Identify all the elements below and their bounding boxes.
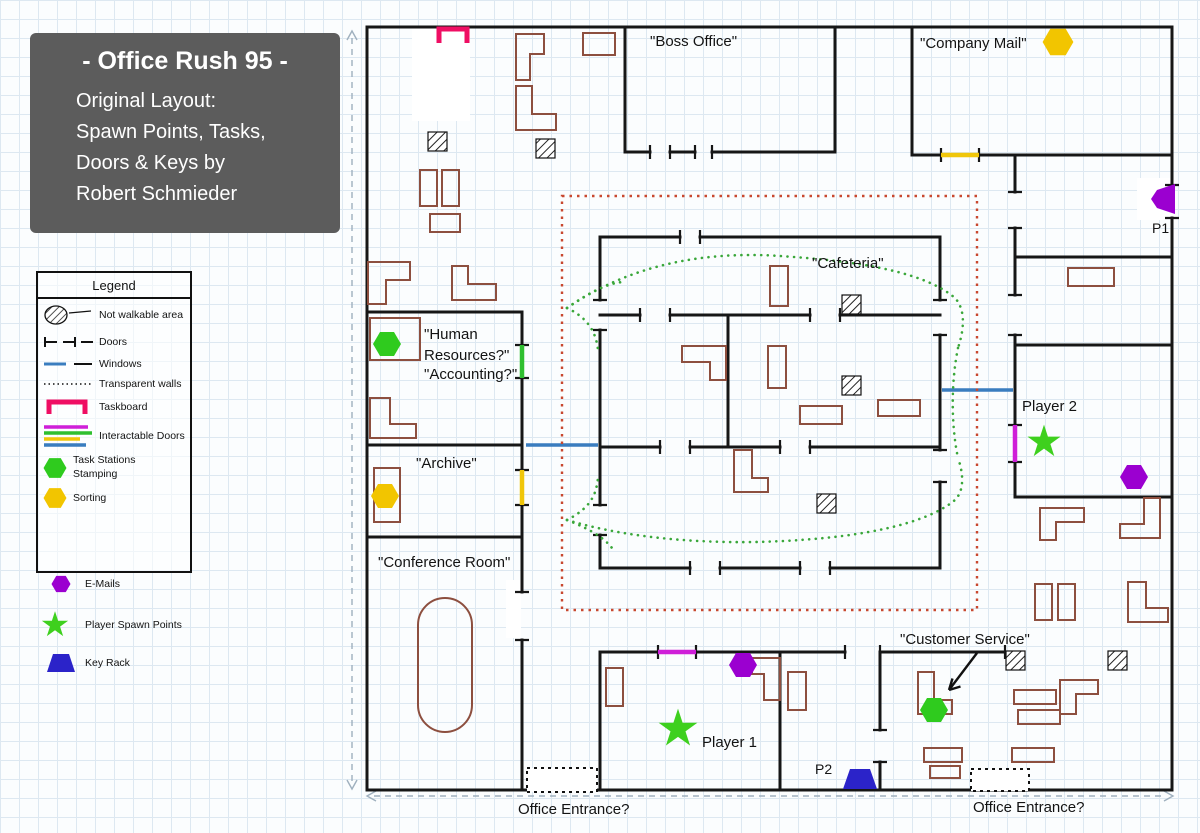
- room-label-office-entrance-left: Office Entrance?: [518, 801, 630, 818]
- room-label-customer-service: "Customer Service": [900, 631, 1030, 648]
- doors-icon: [44, 337, 93, 347]
- map-icons: [371, 28, 1175, 789]
- page-title: - Office Rush 95 -: [82, 47, 288, 75]
- legend-item-stamping: Task Stations Stamping: [38, 451, 190, 483]
- stamping-station-icon: [373, 332, 401, 356]
- legend-label: Player Spawn Points: [85, 619, 182, 631]
- room-label-cafeteria: "Cafeteria": [812, 255, 884, 272]
- transparent-wall: [560, 194, 979, 612]
- emails-station-icon: [51, 575, 71, 593]
- not-walkable-icon: [44, 305, 92, 325]
- furniture: [367, 32, 1169, 779]
- legend-title: Legend: [38, 273, 190, 299]
- title-line-3: Doors & Keys by: [76, 152, 225, 174]
- title-card: - Office Rush 95 - Original Layout: Spaw…: [30, 33, 340, 233]
- interactable-doors: [519, 152, 1018, 655]
- legend-label: E-Mails: [85, 578, 121, 590]
- legend: Legend Not walkable area Doors: [36, 271, 192, 573]
- walls: [365, 25, 1174, 792]
- key-rack-icon: [47, 654, 75, 672]
- stamping-station-icon: [43, 457, 67, 478]
- legend-item-key-rack: Key Rack: [36, 648, 226, 677]
- legend-label: Windows: [99, 358, 142, 370]
- pointer-arrow: [947, 652, 978, 692]
- stamping-station-icon: [920, 698, 948, 722]
- player2-spawn-icon: [1027, 424, 1061, 457]
- office-entrance-left-door: [526, 767, 598, 793]
- legend-item-taskboard: Taskboard: [38, 393, 190, 420]
- legend-label: Transparent walls: [99, 378, 182, 390]
- marker-label-player1: Player 1: [702, 734, 758, 751]
- taskboard: [436, 26, 470, 43]
- title-line-2: Spawn Points, Tasks,: [76, 121, 266, 143]
- legend-label: Taskboard: [99, 401, 148, 413]
- legend-extra: E-Mails Player Spawn Points Key Rack: [36, 570, 226, 677]
- legend-label: Not walkable area: [99, 309, 184, 321]
- transparent-walls-icon: [44, 383, 92, 385]
- emails-station-icon: [1120, 465, 1148, 489]
- windows-icon: [44, 362, 92, 366]
- legend-label: Sorting: [73, 492, 107, 505]
- legend-label: Key Rack: [85, 657, 130, 669]
- office-entrance-right-door: [970, 768, 1030, 792]
- door-ticks: [515, 145, 1179, 764]
- not-walkable-areas: [427, 131, 1128, 671]
- room-label-office-entrance-right: Office Entrance?: [973, 799, 1085, 816]
- p1-marker-icon: [1151, 184, 1175, 214]
- marker-label-p1: P1: [1152, 220, 1170, 236]
- legend-label: Doors: [99, 336, 128, 348]
- room-label-boss-office: "Boss Office": [650, 33, 738, 50]
- legend-label: Interactable Doors: [99, 430, 185, 442]
- room-label-archive: "Archive": [416, 455, 477, 472]
- title-line-4: Robert Schmieder: [76, 183, 238, 205]
- page-boundary: [346, 29, 1175, 802]
- room-label-human-resources: "Human Resources?": [424, 326, 510, 364]
- room-label-company-mail: "Company Mail": [920, 35, 1027, 52]
- legend-item-player-spawn: Player Spawn Points: [36, 607, 226, 642]
- title-line-1: Original Layout:: [76, 90, 217, 112]
- room-label-accounting: "Accounting?": [424, 366, 518, 383]
- legend-label-task-stations: Task Stations: [73, 454, 136, 466]
- player-spawn-icon: [41, 611, 69, 637]
- legend-item-doors: Doors: [38, 330, 190, 353]
- legend-item-sorting: Sorting: [38, 483, 190, 512]
- legend-item-interactable-doors: Interactable Doors: [38, 420, 190, 451]
- legend-item-not-walkable: Not walkable area: [38, 299, 190, 330]
- legend-label-stamping: Stamping: [73, 467, 118, 480]
- marker-label-p2: P2: [815, 761, 833, 777]
- legend-item-transparent-walls: Transparent walls: [38, 374, 190, 393]
- room-label-conference-room: "Conference Room": [378, 554, 511, 571]
- sorting-station-icon: [371, 484, 399, 508]
- sorting-station-icon: [1042, 28, 1074, 56]
- emails-station-icon: [729, 653, 757, 677]
- marker-label-player2: Player 2: [1022, 398, 1078, 415]
- legend-item-windows: Windows: [38, 353, 190, 374]
- walkway-paths: [565, 253, 965, 550]
- player1-spawn-icon: [658, 708, 698, 746]
- office-entrances: [526, 767, 1030, 793]
- key-rack-p2-icon: [843, 769, 877, 789]
- interactable-doors-icon: [44, 425, 92, 447]
- sorting-station-icon: [43, 488, 67, 509]
- taskboard-icon: [46, 399, 88, 414]
- legend-item-emails: E-Mails: [36, 570, 226, 597]
